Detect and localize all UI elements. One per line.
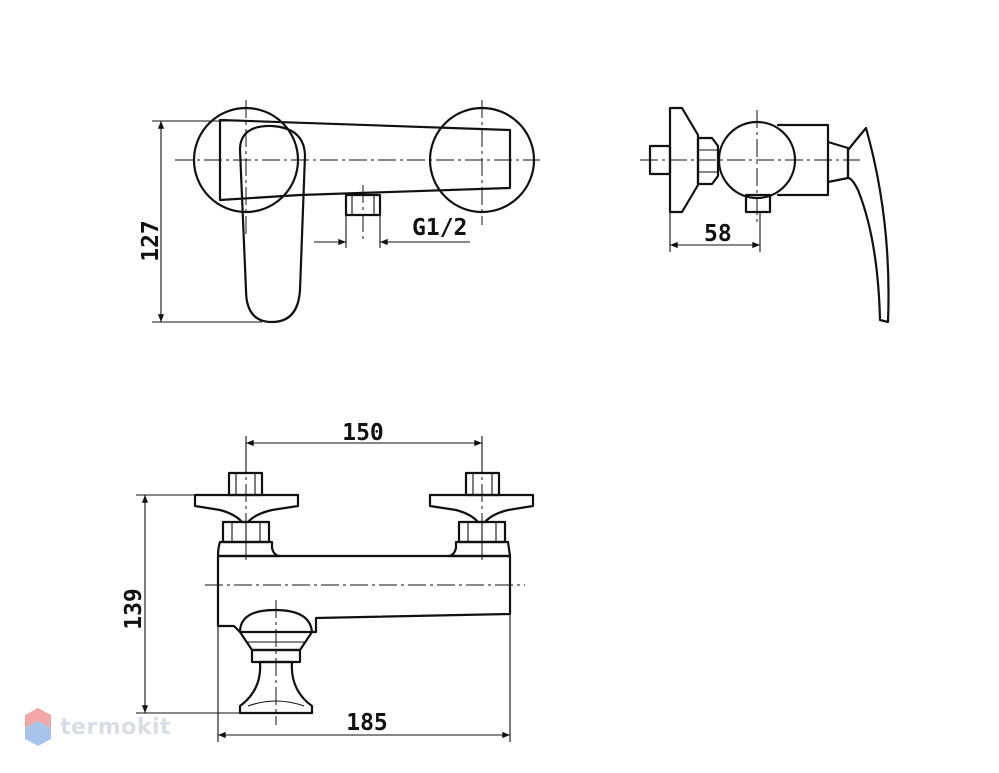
dim-58: 58 xyxy=(704,221,732,247)
dim-g12: G1/2 xyxy=(412,215,467,241)
top-view: 127 G1/2 xyxy=(138,100,540,324)
watermark-text: termokit xyxy=(60,714,172,740)
dim-185: 185 xyxy=(346,710,388,736)
dim-150: 150 xyxy=(342,420,384,446)
side-view: 58 xyxy=(640,106,890,324)
dim-127: 127 xyxy=(138,220,164,262)
watermark: termokit xyxy=(24,708,171,746)
front-view: 150 139 185 xyxy=(121,420,535,742)
termokit-logo-icon xyxy=(25,708,51,746)
dim-139: 139 xyxy=(121,588,147,630)
